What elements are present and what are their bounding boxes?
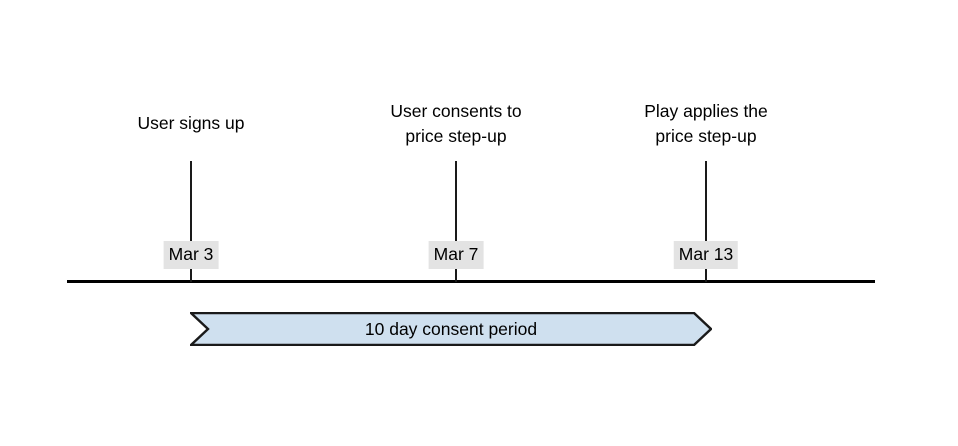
event-label-apply: Play applies the price step-up	[644, 99, 768, 149]
event-date-signup: Mar 3	[163, 241, 219, 269]
event-label-consent: User consents to price step-up	[390, 99, 521, 149]
event-tick-apply	[705, 161, 707, 282]
event-tick-signup	[190, 161, 192, 282]
timeline-axis	[67, 280, 875, 283]
event-label-consent-line1: User consents to	[390, 101, 522, 121]
event-label-apply-line2: price step-up	[655, 126, 757, 146]
event-date-apply: Mar 13	[673, 241, 739, 269]
arrow-polygon	[190, 312, 712, 346]
event-date-consent: Mar 7	[428, 241, 484, 269]
event-label-consent-line2: price step-up	[405, 126, 507, 146]
event-label-apply-line1: Play applies the	[644, 101, 768, 121]
consent-period-arrow-shape	[190, 312, 712, 346]
consent-period-banner: 10 day consent period	[190, 312, 712, 346]
event-tick-consent	[455, 161, 457, 282]
event-label-signup: User signs up	[137, 113, 245, 133]
